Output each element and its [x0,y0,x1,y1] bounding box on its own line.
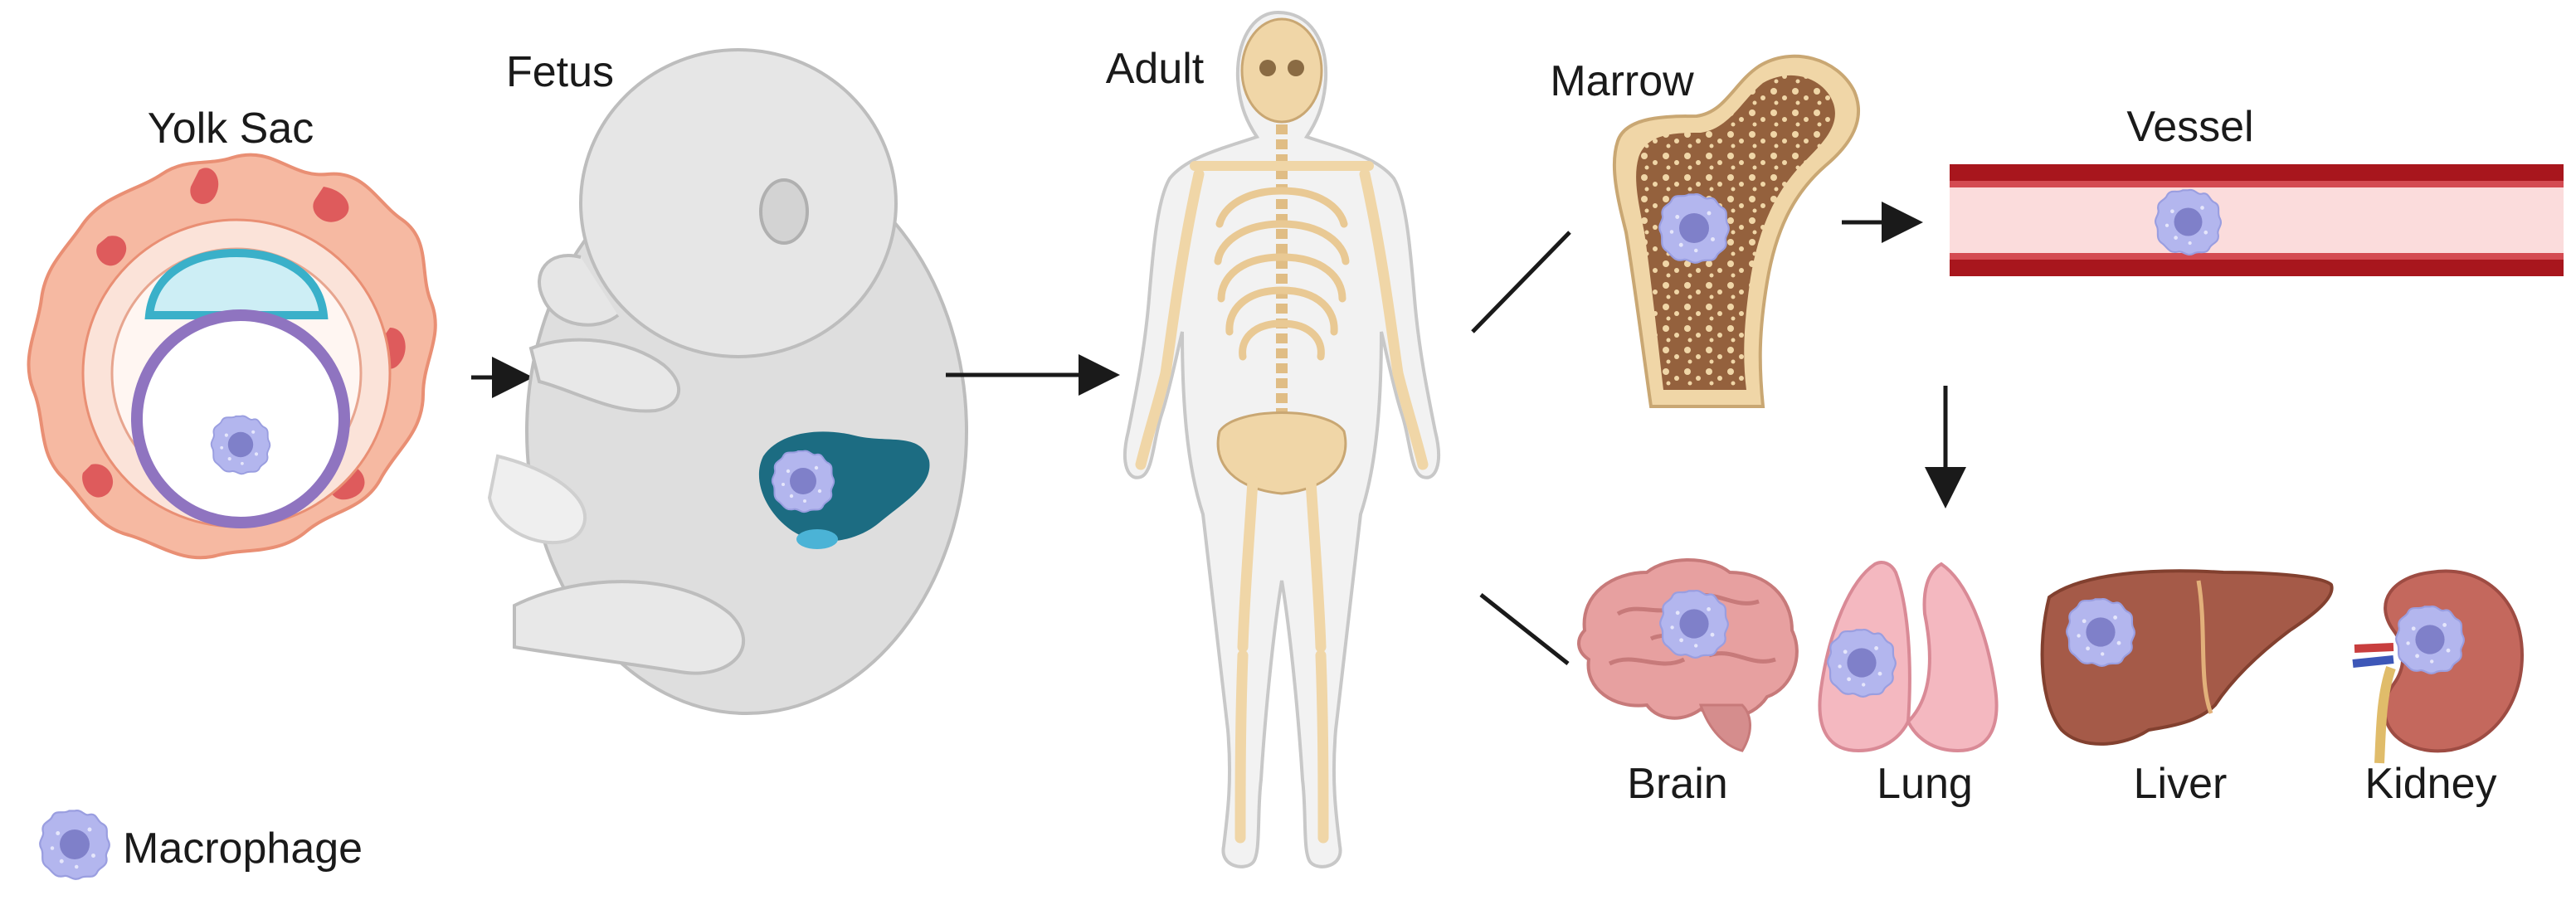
label-kidney: Kidney [2365,760,2497,808]
kidney-illustration [2352,569,2525,764]
legend: Macrophage [39,810,363,880]
adult-skeleton-illustration [1123,10,1440,868]
brain-illustration [1577,558,1799,752]
lung-illustration [1818,561,1999,753]
label-adult: Adult [1106,45,1205,93]
label-liver: Liver [2134,760,2228,808]
legend-macrophage-icon [39,810,110,880]
bone-marrow-illustration [1612,54,1860,408]
liver-illustration [2040,569,2334,746]
label-yolk-sac: Yolk Sac [148,105,314,153]
legend-macrophage-label: Macrophage [123,825,363,873]
label-vessel: Vessel [2126,103,2253,151]
label-lung: Lung [1877,760,1973,808]
label-brain: Brain [1627,760,1727,808]
label-fetus: Fetus [506,48,614,96]
connector-adult-to-organs [1479,593,1570,665]
label-marrow: Marrow [1550,57,1694,105]
fetus-illustration [487,48,968,715]
yolk-sac-illustration [27,153,437,560]
connector-adult-to-marrow [1471,231,1571,333]
vessel-illustration [1950,164,2564,276]
